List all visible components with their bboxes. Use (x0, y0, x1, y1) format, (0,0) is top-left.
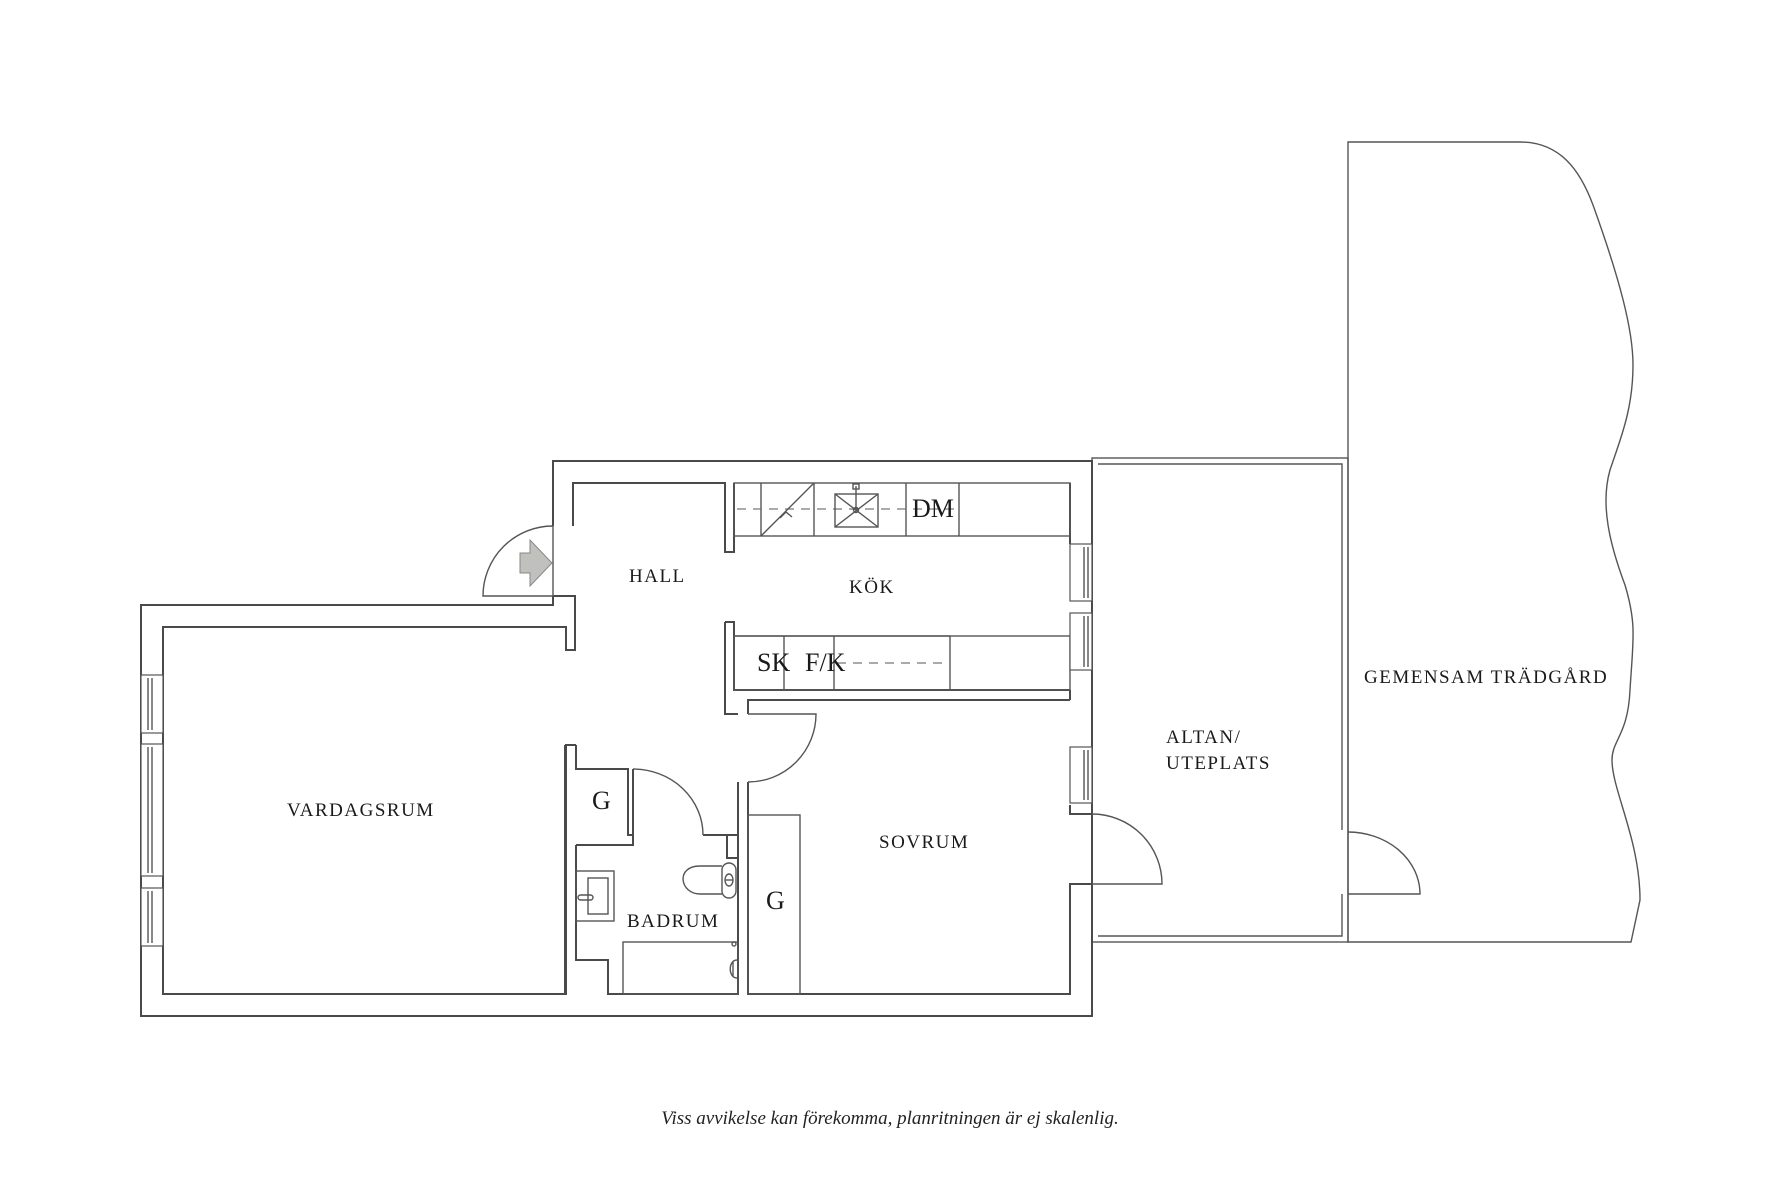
stove-icon (760, 482, 815, 537)
fixture-label-g-sovrum: G (766, 886, 785, 915)
kitchen-counter-top (733, 482, 1071, 537)
altan-door[interactable] (1091, 813, 1163, 885)
toilet-icon (682, 862, 737, 899)
shower-icon (622, 941, 739, 995)
fixture-label-sk: SK (757, 648, 791, 677)
kitchen-sink-icon (834, 483, 879, 528)
badrum-door[interactable] (632, 768, 704, 836)
fixture-label-dm: DM (912, 494, 954, 523)
entrance-arrow-icon (519, 538, 553, 588)
sovrum-door[interactable] (747, 713, 817, 783)
disclaimer-text: Viss avvikelse kan förekomma, planritnin… (661, 1108, 1119, 1129)
room-label-badrum: BADRUM (627, 911, 720, 932)
room-label-tradgard: GEMENSAM TRÄDGÅRD (1364, 667, 1609, 688)
garden-door[interactable] (1347, 831, 1421, 895)
fixture-label-g-hall: G (592, 786, 611, 815)
altan-outline (1091, 457, 1349, 943)
fixture-label-fk: F/K (805, 648, 846, 677)
room-label-altan: ALTAN/ (1166, 727, 1242, 748)
windows (140, 543, 1093, 947)
room-label-uteplats: UTEPLATS (1166, 753, 1271, 774)
outer-wall (140, 460, 1093, 1017)
room-label-vardagsrum: VARDAGSRUM (287, 800, 435, 821)
wardrobe-sovrum (747, 814, 801, 995)
room-label-kok: KÖK (849, 577, 895, 598)
room-label-hall: HALL (629, 566, 686, 587)
washbasin-icon (575, 870, 615, 922)
room-label-sovrum: SOVRUM (879, 832, 970, 853)
entrance-door[interactable] (482, 525, 554, 597)
garden-boundary (1347, 141, 1641, 943)
